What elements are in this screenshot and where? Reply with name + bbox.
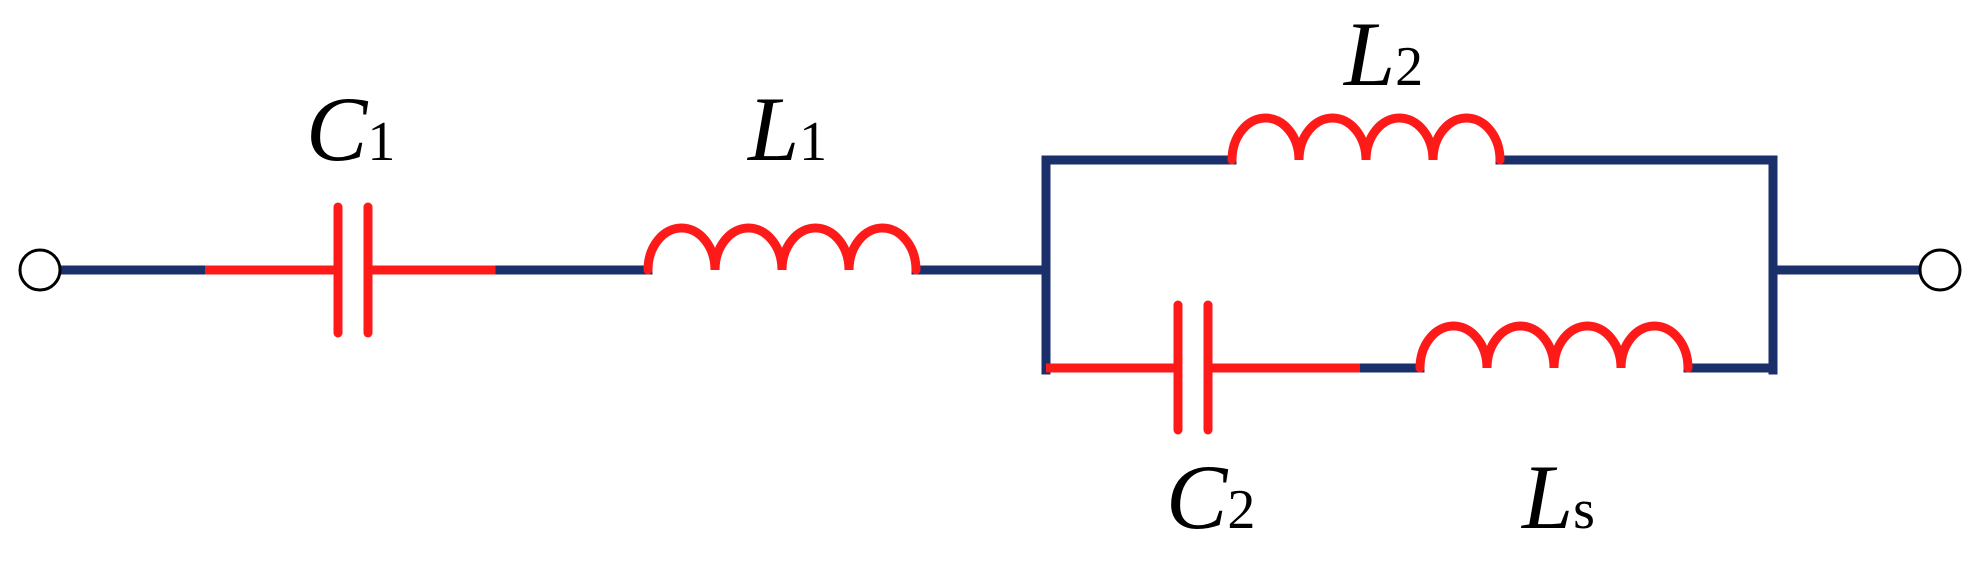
- label-c1: C1: [306, 78, 395, 180]
- label-l2: L2: [1342, 3, 1423, 105]
- label-l2-sub: 2: [1395, 36, 1423, 98]
- inductor-l2: [1227, 113, 1505, 165]
- capacitor-c2: [1046, 300, 1360, 435]
- label-l1: L1: [746, 78, 827, 180]
- label-c2-sub: 2: [1227, 479, 1255, 541]
- capacitor-c1: [333, 202, 373, 338]
- label-c1-main: C: [306, 78, 369, 180]
- label-l2-main: L: [1342, 3, 1395, 105]
- label-c1-sub: 1: [367, 111, 395, 173]
- label-c2: C2: [1166, 446, 1255, 548]
- parallel-frame: [1041, 155, 1925, 375]
- label-ls: Ls: [1520, 446, 1595, 548]
- label-ls-sub: s: [1573, 479, 1595, 541]
- inductor-ls: [1415, 321, 1693, 373]
- input-terminal: [18, 248, 62, 292]
- label-l1-sub: 1: [799, 111, 827, 173]
- label-ls-main: L: [1520, 446, 1573, 548]
- label-l1-main: L: [746, 78, 799, 180]
- output-terminal: [1918, 248, 1962, 292]
- inductor-l1: [643, 223, 921, 275]
- label-c2-main: C: [1166, 446, 1229, 548]
